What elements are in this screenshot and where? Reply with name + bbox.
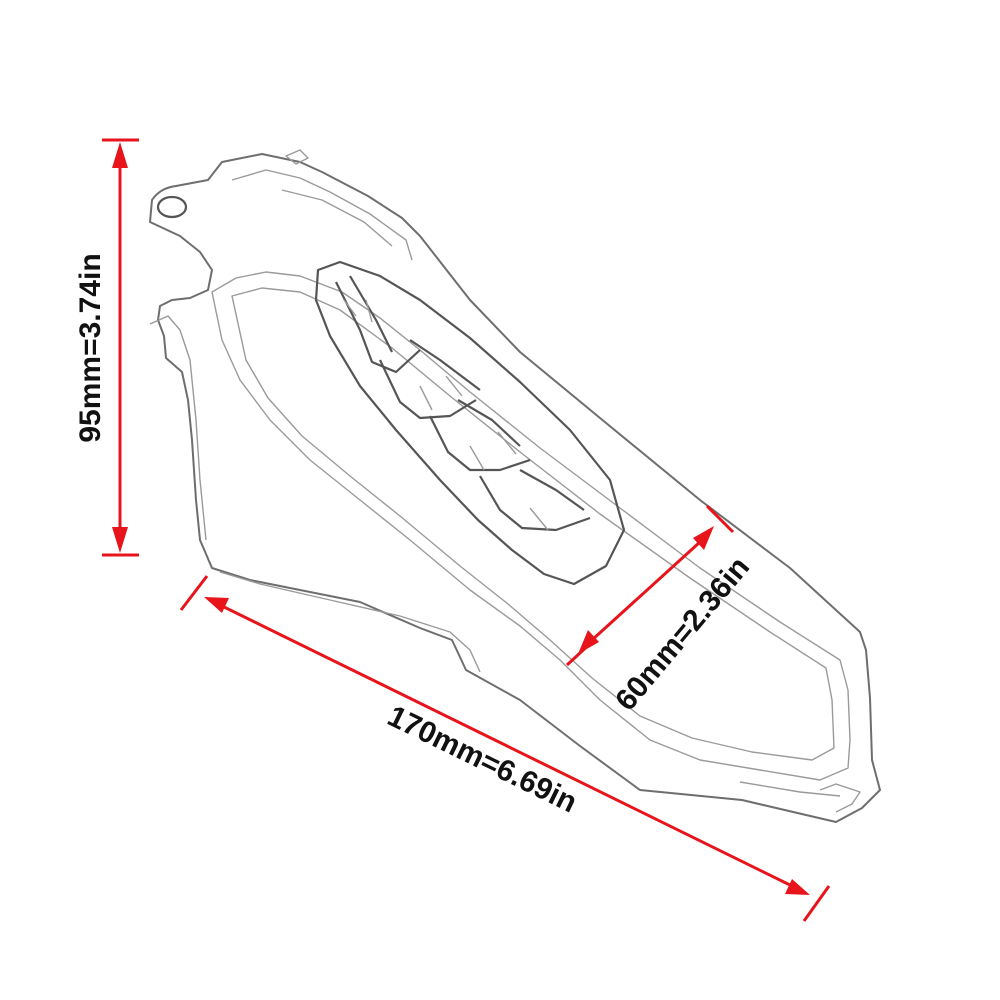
length-extension-start <box>179 575 209 611</box>
width-arrow-top-icon <box>693 526 714 550</box>
width-extension-top <box>705 504 735 534</box>
height-arrow-down-icon <box>112 527 128 553</box>
height-label: 95mm=3.74in <box>74 253 107 442</box>
length-arrow-start-icon <box>204 597 229 613</box>
height-arrow-up-icon <box>112 142 128 168</box>
length-dimension-line <box>221 604 793 888</box>
taillight-housing-drawing <box>149 149 881 823</box>
width-dimension: 60mm=2.36in <box>565 504 756 717</box>
length-extension-end <box>802 885 831 922</box>
length-arrow-end-icon <box>785 879 810 895</box>
length-dimension: 170mm=6.69in <box>179 575 831 922</box>
length-label: 170mm=6.69in <box>382 699 582 819</box>
width-label: 60mm=2.36in <box>609 551 756 717</box>
width-dimension-line <box>590 540 702 642</box>
width-arrow-bottom-icon <box>578 630 599 654</box>
height-dimension: 95mm=3.74in <box>74 138 139 557</box>
